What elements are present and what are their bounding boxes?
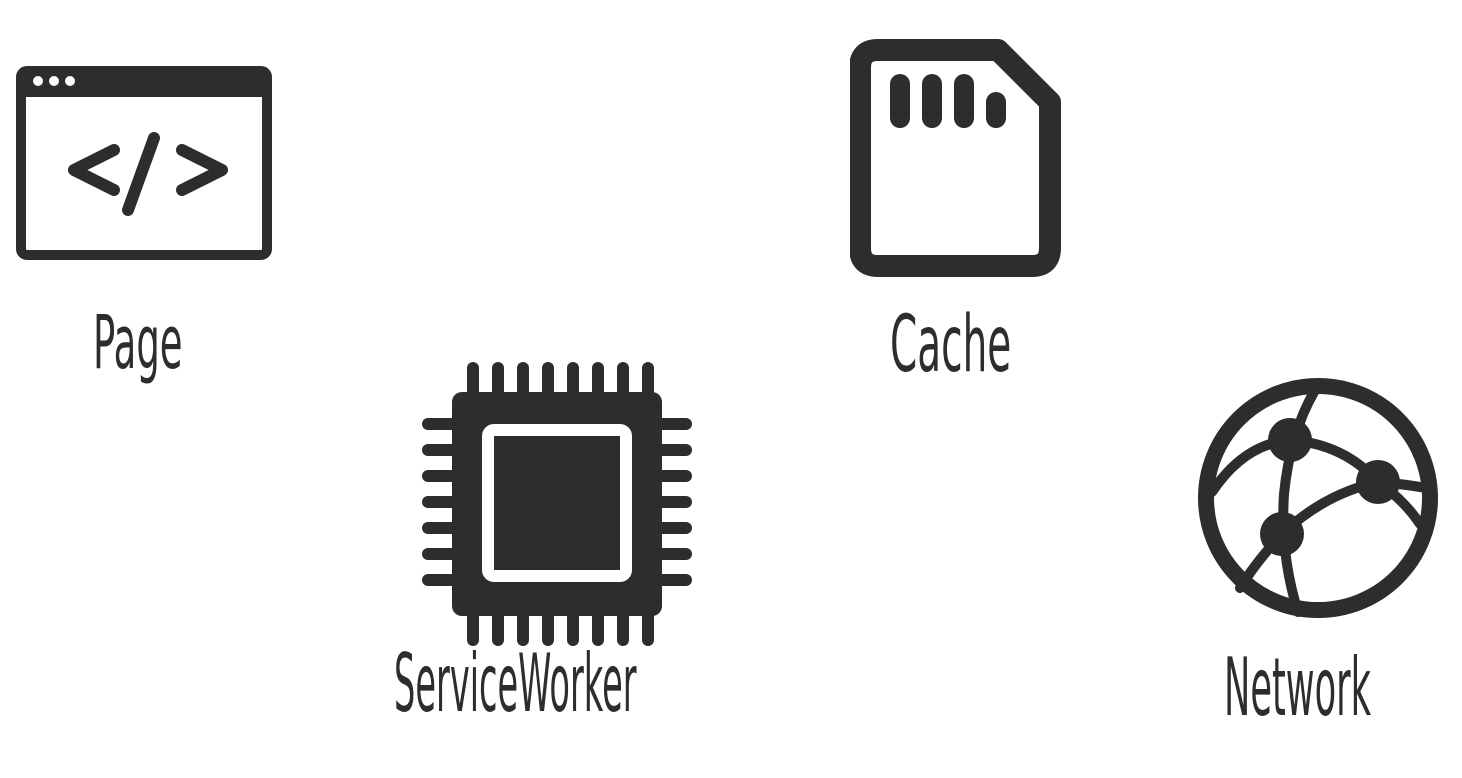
cache-node: Cache xyxy=(830,0,1090,400)
cache-label: Cache xyxy=(890,300,1012,390)
page-label: Page xyxy=(93,300,183,386)
service-worker-label: ServiceWorker xyxy=(394,637,637,730)
cpu-chip-icon xyxy=(422,362,692,646)
globe-network-icon xyxy=(1198,378,1438,618)
service-worker-node: ServiceWorker xyxy=(380,350,740,750)
network-label: Network xyxy=(1224,641,1371,734)
sd-card-icon xyxy=(850,39,1061,277)
network-node: Network xyxy=(1180,360,1462,770)
page-node: Page xyxy=(0,0,300,430)
browser-code-icon xyxy=(16,66,272,260)
